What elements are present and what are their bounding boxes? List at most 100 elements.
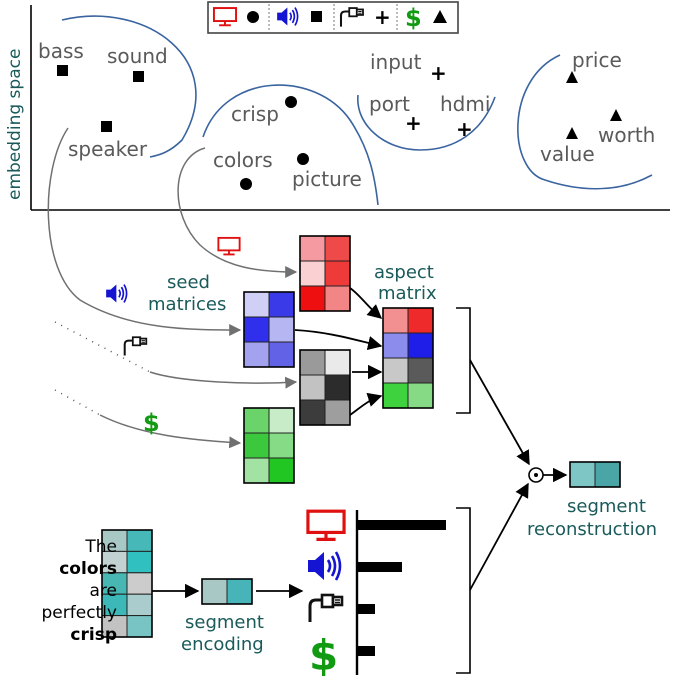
matrix-cell xyxy=(324,235,351,262)
matrix-cell xyxy=(201,578,228,605)
matrix-cell xyxy=(126,615,153,638)
matrix-cell xyxy=(382,382,409,409)
sentence-embedding-matrix xyxy=(101,529,153,638)
matrix-cell xyxy=(299,374,326,401)
word-value: value xyxy=(540,142,595,166)
matrix-cell xyxy=(407,357,434,384)
square-marker-icon xyxy=(311,11,322,22)
matrix-cell xyxy=(299,349,326,376)
sentence-word-colors: colors xyxy=(59,559,117,579)
cluster-arc xyxy=(517,54,653,190)
monitor-icon xyxy=(306,509,346,542)
matrix-cell xyxy=(243,457,270,484)
matrix-cell xyxy=(382,307,409,334)
matrix-frame xyxy=(101,529,153,638)
matrix-frame xyxy=(243,407,295,484)
seed-matrices-label-line2: matrices xyxy=(148,294,226,315)
dollar-seed-matrix xyxy=(243,407,295,484)
word-picture: picture xyxy=(292,167,362,191)
aspect-weights-chart: $ xyxy=(306,509,446,677)
plus-marker-icon: + xyxy=(405,111,422,135)
dollar-icon: $ xyxy=(405,4,422,32)
square-marker-icon xyxy=(57,65,68,76)
dotted-trail xyxy=(54,389,101,416)
aspect-matrix-label-line1: aspect xyxy=(374,262,434,283)
matrix-cell xyxy=(299,399,326,426)
matrix-cell xyxy=(299,260,326,287)
segment-encoding-vector xyxy=(201,578,253,605)
matrix-cell xyxy=(126,529,153,552)
word-input: input xyxy=(370,50,422,74)
matrix-cell xyxy=(324,399,351,426)
matrix-frame xyxy=(243,291,295,368)
sentence-word-crisp: crisp xyxy=(70,625,117,645)
circle-marker-icon xyxy=(247,11,259,23)
matrix-cell xyxy=(226,578,253,605)
segment-reconstruction-label-line1: segment xyxy=(567,496,646,517)
matrix-frame xyxy=(569,461,621,488)
arrow-ports-to-hdmi-seed xyxy=(149,371,298,389)
seed-matrices-label-line1: seed xyxy=(167,272,210,293)
plus-marker-icon: + xyxy=(374,5,391,29)
word-port: port xyxy=(369,92,410,116)
segment-encoding-label-line1: segment xyxy=(185,612,264,633)
word-worth: worth xyxy=(598,123,655,147)
segment-reconstruction-vector xyxy=(569,461,621,488)
matrix-cell xyxy=(324,374,351,401)
matrix-cell xyxy=(268,341,295,368)
dollar-icon: $ xyxy=(143,409,160,437)
aspect-bracket xyxy=(456,307,471,414)
matrix-cell xyxy=(243,432,270,459)
matrix-cell xyxy=(243,316,270,343)
matrix-frame xyxy=(299,235,351,312)
word-colors: colors xyxy=(213,148,273,172)
matrix-cell xyxy=(569,461,596,488)
monitor-seed-matrix xyxy=(299,235,351,312)
cluster-price: price worth value xyxy=(517,48,655,190)
cluster-ports: input + port hdmi + + xyxy=(357,50,496,151)
word-speaker: speaker xyxy=(68,137,148,161)
hdmi-seed-matrix xyxy=(299,349,351,426)
dotted-trail xyxy=(54,321,151,373)
matrix-cell xyxy=(299,285,326,312)
matrix-cell xyxy=(268,316,295,343)
weight-bar-speaker xyxy=(358,562,402,572)
cluster-arc xyxy=(61,15,197,158)
cluster-picture: crisp colors picture xyxy=(202,84,379,206)
matrix-cell xyxy=(324,349,351,376)
sentence-word-perfectly: perfectly xyxy=(42,603,117,623)
word-sound: sound xyxy=(107,44,168,68)
y-axis-label: embedding space xyxy=(5,49,25,200)
matrix-frame xyxy=(299,349,351,426)
plus-marker-icon: + xyxy=(456,117,473,141)
matrix-cell xyxy=(594,461,621,488)
embedding-space-plot: embedding space + $ bass sound speaker xyxy=(5,1,670,211)
word-bass: bass xyxy=(38,39,84,63)
segment-reconstruction-label-line2: reconstruction xyxy=(527,519,657,540)
matrix-cell xyxy=(268,291,295,318)
speaker-icon xyxy=(105,283,128,304)
square-marker-icon xyxy=(101,121,112,132)
circle-marker-icon xyxy=(297,153,309,165)
square-marker-icon xyxy=(133,71,144,82)
segment-encoding-label-line2: encoding xyxy=(181,634,264,655)
matrix-cell xyxy=(268,457,295,484)
speaker-icon xyxy=(306,550,342,582)
matrix-cell xyxy=(382,357,409,384)
circle-marker-icon xyxy=(285,96,297,108)
weight-bar-monitor xyxy=(358,520,446,530)
sentence-word-the: The xyxy=(84,537,117,557)
matrix-cell xyxy=(126,550,153,574)
matrix-cell xyxy=(324,285,351,312)
matrix-cell xyxy=(299,235,326,262)
arrow-price-to-dollar-seed xyxy=(99,414,242,449)
cluster-audio: bass sound speaker xyxy=(38,15,197,161)
dollar-icon: $ xyxy=(309,631,338,677)
hdmi-plug-icon xyxy=(308,593,344,624)
aspect-matrix xyxy=(382,307,434,409)
speaker-seed-matrix xyxy=(243,291,295,368)
word-hdmi: hdmi xyxy=(440,92,490,116)
hdmi-plug-icon xyxy=(123,336,148,357)
matrix-cell xyxy=(243,341,270,368)
triangle-marker-icon xyxy=(433,10,447,23)
